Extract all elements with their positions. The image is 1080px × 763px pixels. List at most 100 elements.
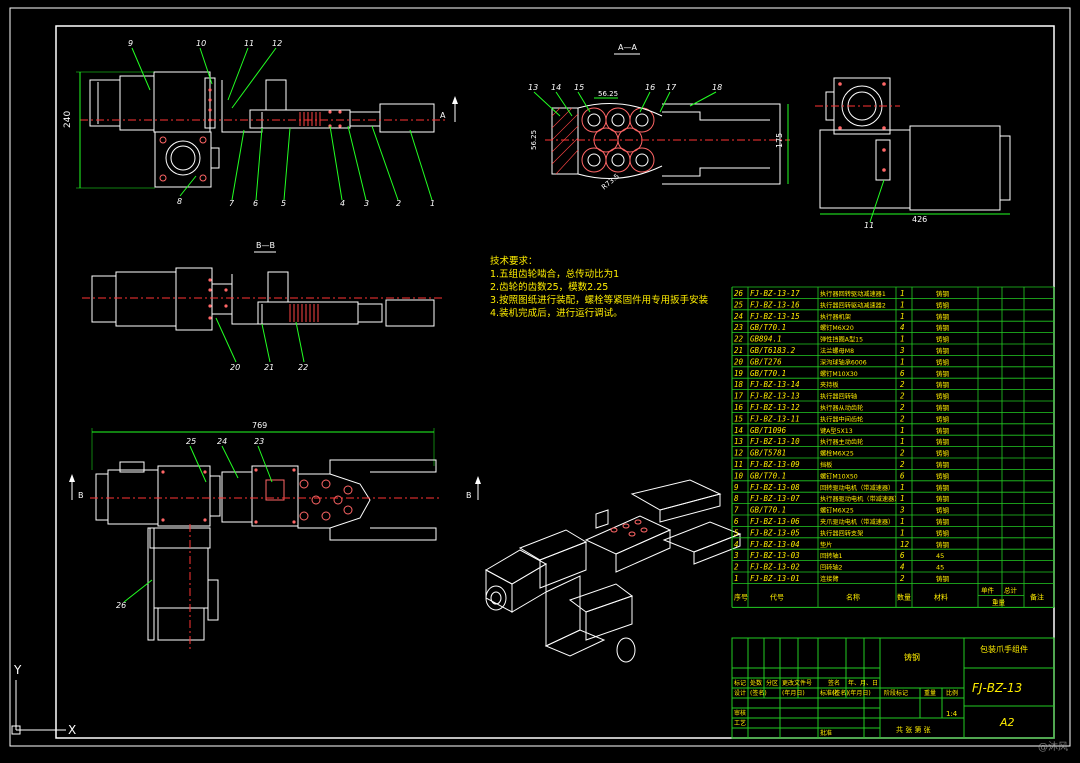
bom-qty: 1 [900, 528, 905, 537]
tb-std-sign: (签名) [832, 689, 849, 697]
bom-name: 连接臂 [820, 575, 839, 583]
bom-material: 铸钢 [936, 346, 950, 355]
front-view: 240 A 9 10 11 12 1 2 3 4 [63, 39, 458, 208]
balloon-25: 25 [186, 437, 196, 446]
tb-design-sign: (签名) [750, 689, 767, 697]
bom-material: 铸钢 [936, 483, 950, 492]
balloon-7: 7 [229, 199, 235, 208]
bom-seq: 5 [734, 528, 739, 537]
balloon-3: 3 [364, 199, 369, 208]
section-a-a: A—A 175 56.25 56.25 R73.5 [528, 43, 790, 192]
balloon-2: 2 [396, 199, 401, 208]
bom-code: FJ-BZ-13-12 [750, 403, 800, 412]
tb-count: 处数 [750, 679, 762, 687]
bom-material: 铸钢 [936, 312, 950, 321]
balloon-5: 5 [281, 199, 286, 208]
balloon-11: 11 [244, 39, 254, 48]
bom-code: FJ-BZ-13-02 [750, 563, 800, 572]
bom-code: GB/T5781 [750, 449, 786, 458]
tb-review: 审核 [734, 709, 746, 717]
balloon-18: 18 [712, 83, 722, 92]
bom-qty: 2 [900, 392, 905, 401]
dim-56-top: 56.25 [598, 90, 618, 98]
bom-qty: 6 [900, 471, 905, 480]
tb-mark: 标记 [734, 679, 746, 687]
tb-approve: 批准 [820, 729, 832, 737]
bom-qty: 2 [900, 403, 905, 412]
bom-qty: 12 [900, 540, 910, 549]
ucs-icon [11, 680, 66, 735]
tb-sheet: 共 张 第 张 [896, 725, 931, 734]
technical-requirements: 技术要求： 1.五组齿轮啮合，总传动比为1 2.齿轮的齿数25，模数2.25 3… [490, 255, 708, 320]
bom-header-name: 名称 [846, 592, 860, 601]
bom-material: 铸钢 [936, 300, 950, 309]
balloon-1: 1 [430, 199, 435, 208]
bom-header-material: 材料 [934, 592, 948, 601]
bom-seq: 19 [734, 369, 744, 378]
tech-req-title: 技术要求： [490, 256, 538, 267]
bom-name: 夹持板 [820, 381, 839, 389]
bom-material: 铸钢 [936, 449, 950, 458]
bom-seq: 16 [734, 403, 744, 412]
bom-qty: 4 [900, 563, 905, 572]
axis-y: Y [13, 663, 22, 677]
bom-name: 执行器机架 [820, 313, 851, 321]
bom-header-weight: 重量 [992, 598, 1006, 606]
tb-sign: 签名 [828, 679, 840, 687]
bom-material: 45 [936, 564, 944, 572]
bom-code: FJ-BZ-13-09 [750, 460, 800, 469]
bom-qty: 1 [900, 437, 905, 446]
bom-qty: 2 [900, 414, 905, 423]
bom-material: 铸钢 [936, 494, 950, 503]
bom-header-code: 代号 [770, 592, 784, 601]
bom-seq: 15 [734, 414, 744, 423]
tb-material: 铸钢 [904, 652, 920, 662]
bom-qty: 2 [900, 380, 905, 389]
balloon-21: 21 [264, 363, 274, 372]
bom-material: 铸钢 [936, 414, 950, 423]
tb-date: 年、月、日 [848, 679, 878, 687]
bom-name: 螺钉M10X30 [820, 370, 858, 378]
bom-material: 铸钢 [936, 517, 950, 526]
bom-name: 螺钉M6X20 [820, 324, 854, 332]
bom-name: 法兰螺母M8 [820, 347, 854, 355]
tb-title: 包装爪手组件 [980, 644, 1028, 654]
tb-stage: 阶段标记 [884, 689, 908, 697]
balloon-9: 9 [128, 39, 133, 48]
bom-qty: 1 [900, 494, 905, 503]
tb-design-date: (年月日) [782, 689, 805, 697]
balloon-20: 20 [230, 363, 240, 372]
dim-240: 240 [63, 111, 73, 128]
title-block [731, 637, 1055, 739]
bom-qty: 3 [899, 346, 905, 355]
bom-name: 执行器回转驱动减速器2 [820, 301, 886, 309]
bom-name: 回转轴1 [820, 552, 843, 560]
bom-material: 铸钢 [936, 357, 950, 366]
balloon-6: 6 [253, 199, 258, 208]
bom-material: 铸钢 [936, 380, 950, 389]
bom-code: FJ-BZ-13-04 [750, 540, 800, 549]
view-mark-b-right: B [466, 491, 472, 500]
bom-code: FJ-BZ-13-05 [750, 528, 800, 537]
bom-seq: 26 [734, 289, 744, 298]
bom-qty: 4 [900, 323, 905, 332]
bom-qty: 1 [900, 289, 905, 298]
section-b-b: B—B 20 21 22 [82, 241, 445, 372]
bom-name: 执行器主动齿轮 [820, 438, 863, 446]
balloon-12: 12 [272, 39, 282, 48]
balloon-13: 13 [528, 83, 538, 92]
tb-design: 设计 [734, 689, 746, 697]
bom-code: FJ-BZ-13-16 [750, 300, 800, 309]
isometric-view [484, 479, 742, 663]
tb-change: 更改文件号 [782, 679, 812, 687]
bom-qty: 1 [900, 335, 905, 344]
bom-name: 执行器从动齿轮 [820, 404, 863, 412]
bom-code: FJ-BZ-13-08 [750, 483, 800, 492]
tb-std-date: (年月日) [848, 689, 871, 697]
bom-qty: 1 [900, 426, 905, 435]
bom-name: 执行器回转轴 [820, 393, 857, 401]
bom-seq: 11 [734, 460, 743, 469]
bom-name: 回转驱动电机（带减速器） [820, 484, 894, 492]
bom-name: 弹性挡圈A型15 [820, 336, 863, 344]
top-view: 769 B [69, 421, 481, 650]
